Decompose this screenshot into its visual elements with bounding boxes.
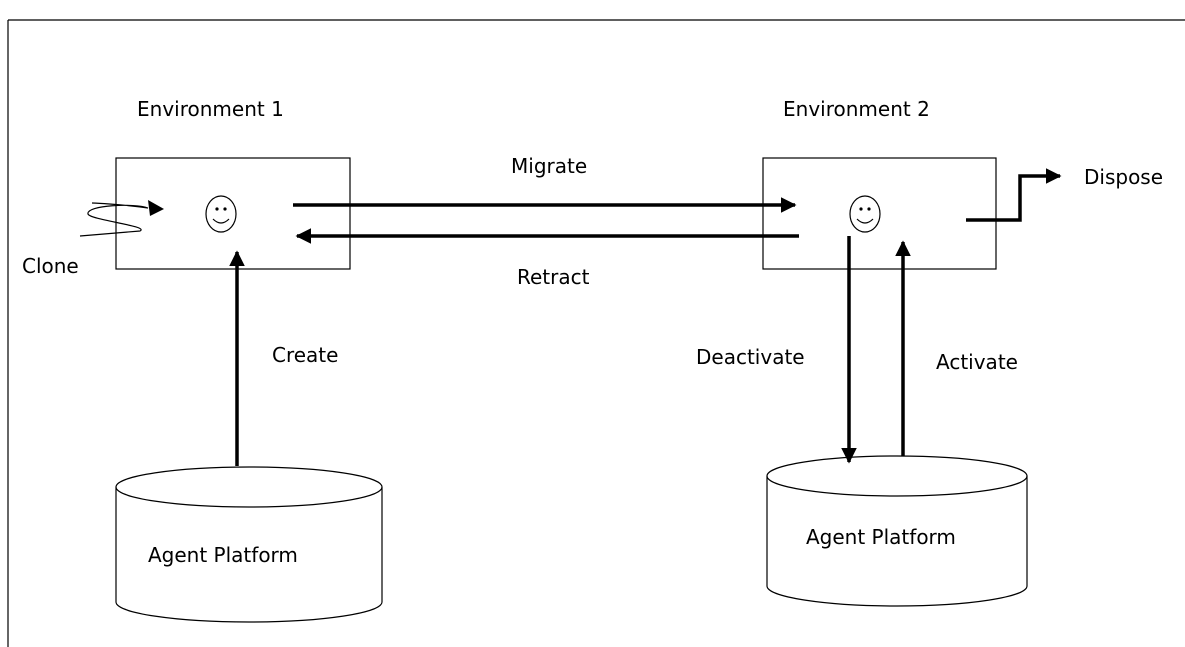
clone-label: Clone [22, 254, 79, 278]
migrate-label: Migrate [511, 154, 587, 178]
agent-platform-1-label: Agent Platform [148, 543, 298, 567]
retract-transition: Retract [295, 228, 799, 289]
environment-2: Environment 2 [762, 97, 997, 270]
create-label: Create [272, 343, 338, 367]
activate-label: Activate [936, 350, 1018, 374]
environment-1-box [115, 157, 351, 270]
environment-1: Environment 1 [115, 97, 351, 270]
clone-arrowhead [148, 200, 164, 216]
clone-transition: Clone [22, 200, 164, 278]
environment-2-title: Environment 2 [783, 97, 930, 121]
create-transition: Create [229, 250, 338, 466]
deactivate-label: Deactivate [696, 345, 805, 369]
deactivate-transition: Deactivate [696, 236, 857, 464]
dispose-label: Dispose [1084, 165, 1163, 189]
environment-1-title: Environment 1 [137, 97, 284, 121]
agent-platform-1-cylinder: Agent Platform [115, 466, 383, 623]
agent-2-smiley-face-icon [849, 195, 881, 233]
retract-label: Retract [517, 265, 590, 289]
activate-transition: Activate [895, 240, 1018, 456]
migrate-transition: Migrate [293, 154, 797, 213]
clone-squiggle-arrow [79, 202, 149, 237]
agent-platform-2-label: Agent Platform [806, 525, 956, 549]
agent-platform-2-cylinder: Agent Platform [766, 455, 1028, 607]
agent-1-smiley-face-icon [205, 195, 237, 233]
dispose-transition: Dispose [966, 165, 1163, 222]
dispose-arrow [966, 168, 1062, 222]
environment-2-box [762, 157, 997, 270]
